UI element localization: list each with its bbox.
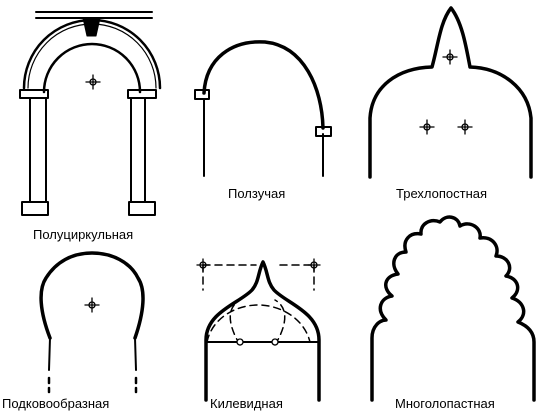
ogee-arch bbox=[196, 258, 321, 402]
creeping-arch bbox=[194, 40, 332, 177]
center-mark bbox=[442, 49, 458, 65]
center-mark bbox=[84, 297, 100, 313]
horseshoe-arch bbox=[39, 251, 145, 394]
label-trefoil: Трехлопостная bbox=[396, 186, 488, 201]
label-multifoil: Многолопастная bbox=[395, 396, 495, 411]
label-ogee: Килевидная bbox=[210, 396, 283, 411]
center-mark bbox=[85, 74, 101, 90]
trefoil-arch bbox=[368, 6, 533, 179]
label-semicircular: Полуциркульная bbox=[33, 227, 134, 242]
semicircular-arch bbox=[19, 11, 162, 216]
multifoil-arch bbox=[370, 215, 536, 402]
center-mark bbox=[419, 119, 435, 135]
center-mark bbox=[457, 119, 473, 135]
label-creeping: Ползучая bbox=[228, 186, 286, 201]
label-horseshoe: Подковообразная bbox=[2, 396, 110, 411]
